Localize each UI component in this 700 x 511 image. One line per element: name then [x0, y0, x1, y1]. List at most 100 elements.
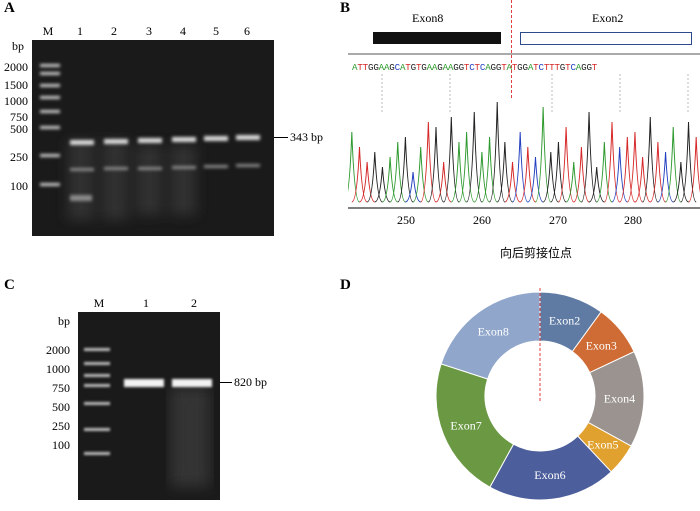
lane-label: 2 [111, 24, 117, 38]
base-letter: A [352, 62, 358, 73]
base-letter: A [506, 62, 513, 73]
donut-segment-label: Exon6 [534, 468, 565, 482]
base-letter: A [575, 62, 582, 73]
panel-a-letter: A [4, 0, 15, 16]
gel-bands-svg [84, 348, 212, 487]
lane-label: 5 [213, 24, 219, 38]
marker-label: 250 [52, 419, 70, 433]
marker-label: 100 [10, 179, 28, 193]
chromatogram-peak [680, 121, 697, 203]
panel-c-letter: C [4, 277, 15, 293]
chromatogram-peak [611, 146, 628, 203]
chromatogram-peak [427, 126, 445, 203]
chromatogram-peak [489, 101, 506, 203]
chromatogram-peak [527, 156, 544, 203]
lane-label: M [42, 24, 54, 38]
chromatogram-peak [366, 151, 383, 203]
donut-segment-label: Exon7 [450, 418, 481, 432]
base-letter: G [517, 62, 523, 73]
base-letter: G [490, 62, 497, 73]
chromatogram-peak [557, 126, 575, 203]
base-letter: C [538, 62, 544, 73]
base-letter: T [543, 62, 550, 73]
lane-label: 1 [77, 24, 83, 38]
base-letter: C [479, 62, 486, 73]
lane-label: 6 [244, 24, 250, 38]
base-letter: G [559, 62, 566, 73]
base-letter: G [458, 62, 465, 73]
sample-bands [124, 379, 212, 387]
exon-right-label: Exon2 [592, 11, 624, 25]
marker-label: 750 [10, 110, 28, 124]
chromatogram-peak [649, 141, 667, 203]
marker-label: 2000 [46, 343, 70, 357]
chromatogram-peak [474, 151, 490, 203]
marker-label: 1000 [4, 94, 28, 108]
base-letter: T [549, 62, 555, 73]
base-letter: A [527, 62, 534, 73]
axis-tick-label: 260 [473, 213, 491, 227]
base-letter: A [442, 62, 449, 73]
chromatogram-peak [458, 131, 475, 203]
chromatogram-peak [673, 161, 689, 203]
chromatogram-peak [596, 141, 613, 203]
panel-a-unit: bp [12, 39, 24, 53]
base-letter: T [357, 62, 363, 73]
panel-d-letter: D [340, 277, 351, 293]
marker-label: 250 [10, 150, 28, 164]
chromatogram-peak [351, 146, 368, 203]
donut-segment-label: Exon8 [478, 325, 509, 339]
chromatogram-peak [435, 161, 452, 203]
base-letter: G [522, 62, 529, 73]
chromatogram-peak [519, 146, 536, 203]
chromatogram-peak [603, 121, 621, 203]
base-letter: T [415, 62, 422, 73]
marker-label: 100 [52, 438, 70, 452]
donut-segment-label: Exon3 [586, 338, 617, 352]
panel-b-letter: B [340, 0, 351, 16]
base-letter: A [426, 62, 433, 73]
chromatogram-peak [466, 111, 483, 203]
chromatogram-peak [534, 106, 552, 203]
ladder-bands [84, 348, 110, 455]
base-letter: G [367, 62, 374, 73]
donut-segment-label: Exon4 [604, 391, 635, 405]
exon-right-bar [520, 32, 692, 45]
marker-label: 1000 [46, 362, 70, 376]
base-letter: A [485, 62, 491, 73]
marker-label: 1500 [4, 78, 28, 92]
panel-a-gel-image [32, 40, 274, 236]
chromatogram-peak [359, 161, 375, 203]
base-letter: C [394, 62, 401, 73]
base-letter: A [431, 62, 438, 73]
chromatogram-peak [588, 166, 605, 203]
base-letter: G [586, 62, 592, 73]
chromatogram-peak [580, 111, 598, 203]
splice-site-caption: 向后剪接位点 [500, 246, 573, 260]
chromatogram-peak [443, 116, 460, 203]
chromatogram-peak [343, 131, 360, 203]
base-letter: G [389, 62, 395, 73]
axis-tick-label: 250 [397, 213, 415, 227]
chromatogram-peak [374, 166, 391, 203]
base-letter: A [399, 62, 406, 73]
exon-left-bar [373, 32, 501, 44]
chromatogram-peak [405, 171, 421, 203]
chromatogram-peak [634, 156, 651, 203]
base-letter: G [410, 62, 417, 73]
chromatogram-peak [542, 151, 559, 203]
donut-segment [440, 291, 541, 380]
splice-site-line [511, 0, 512, 98]
base-letter: G [373, 62, 379, 73]
lane-label: M [93, 296, 105, 310]
panel-c-unit: bp [58, 314, 70, 328]
lane-label: 4 [180, 24, 186, 38]
base-letter: T [591, 62, 598, 73]
base-letter: G [421, 62, 427, 73]
base-letter: T [511, 62, 518, 73]
base-letter: A [447, 62, 454, 73]
base-letter: T [362, 62, 369, 73]
marker-label: 500 [10, 122, 28, 136]
axis-tick-label: 270 [549, 213, 567, 227]
